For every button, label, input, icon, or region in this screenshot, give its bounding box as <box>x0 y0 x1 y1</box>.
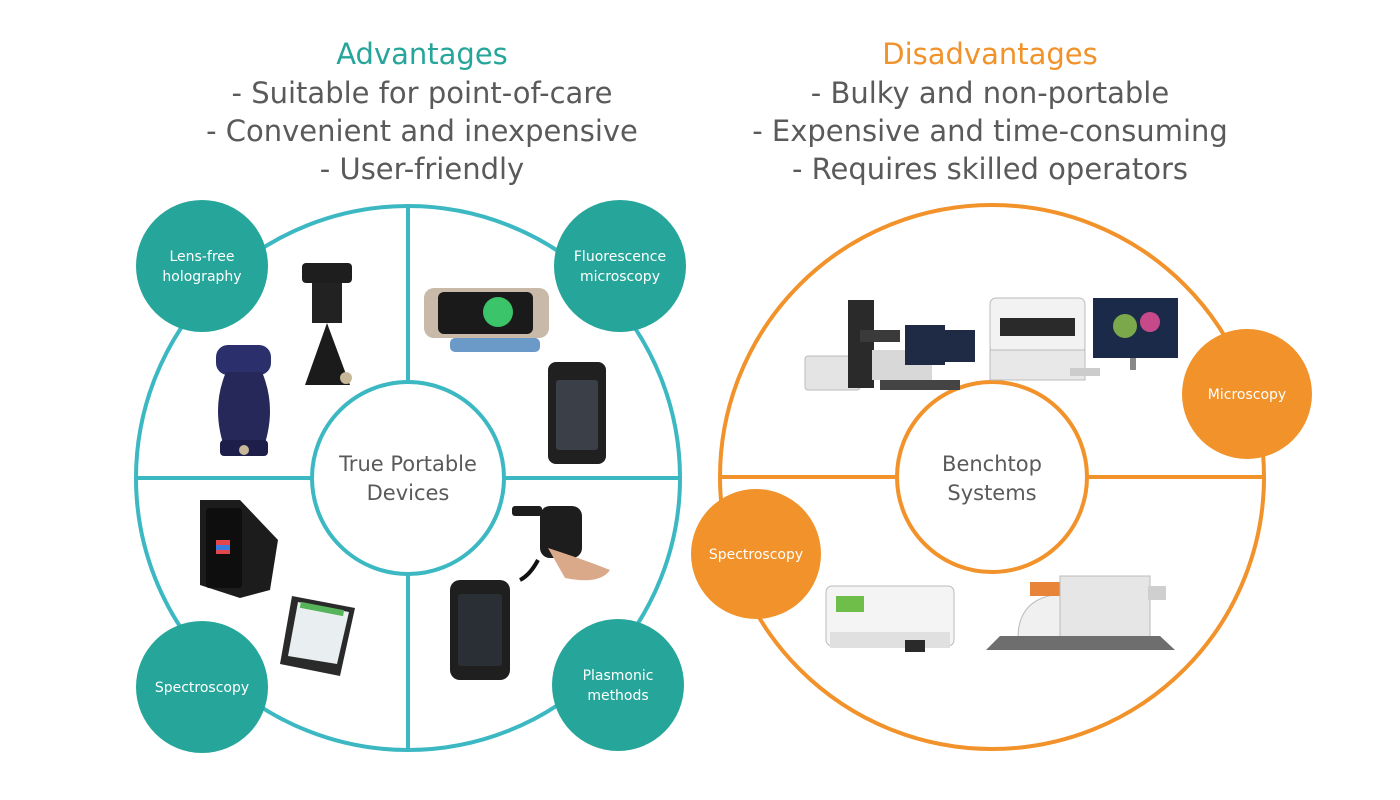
benchtop-spectroscopy-badge <box>691 489 821 619</box>
benchtop-spectrometer-image <box>825 575 1175 652</box>
lensfree-badge-label-1: Lens-free <box>170 249 235 265</box>
fluorescence-badge-label-1: Fluorescence <box>574 249 666 265</box>
benchtop-center-label-1: Benchtop <box>942 452 1042 476</box>
spectroscopy-device-image <box>200 500 355 676</box>
portable-center-label-2: Devices <box>367 481 450 505</box>
advantages-panel: Advantages - Suitable for point-of-care … <box>122 34 722 188</box>
fluorescence-device-image <box>424 288 606 464</box>
plasmonic-badge <box>552 619 684 751</box>
advantages-title: Advantages <box>336 37 508 71</box>
plasmonic-device-image <box>450 506 610 680</box>
spectroscopy-badge <box>136 621 268 753</box>
fluorescence-badge <box>554 200 686 332</box>
advantage-item: - Convenient and inexpensive <box>206 114 638 148</box>
lensfree-badge <box>136 200 268 332</box>
disadvantages-panel: Disadvantages - Bulky and non-portable -… <box>690 34 1290 188</box>
benchtop-diagram: Benchtop Systems <box>691 203 1312 751</box>
lensfree-device-image <box>216 263 352 456</box>
disadvantages-title: Disadvantages <box>882 37 1098 71</box>
disadvantage-item: - Bulky and non-portable <box>810 76 1170 110</box>
fluorescence-badge-label-2: microscopy <box>580 269 660 285</box>
microscopy-badge-label: Microscopy <box>1208 387 1286 403</box>
microscopy-badge <box>1182 329 1312 459</box>
plasmonic-badge-label-1: Plasmonic <box>583 668 654 684</box>
disadvantage-item: - Requires skilled operators <box>791 152 1189 186</box>
portable-center-circle <box>310 380 506 576</box>
lensfree-badge-label-2: holography <box>162 269 241 285</box>
benchtop-microscope-image <box>804 297 1178 391</box>
spectroscopy-badge-label: Spectroscopy <box>155 680 249 696</box>
disadvantage-item: - Expensive and time-consuming <box>752 114 1228 148</box>
portable-center-label-1: True Portable <box>338 452 477 476</box>
plasmonic-badge-label-2: methods <box>587 688 648 704</box>
portable-diagram: True Portable Devices <box>134 200 686 753</box>
advantage-item: - User-friendly <box>319 152 525 186</box>
advantage-item: - Suitable for point-of-care <box>231 76 613 110</box>
benchtop-center-circle <box>895 380 1089 574</box>
benchtop-spectroscopy-badge-label: Spectroscopy <box>709 547 803 563</box>
benchtop-center-label-2: Systems <box>947 481 1036 505</box>
